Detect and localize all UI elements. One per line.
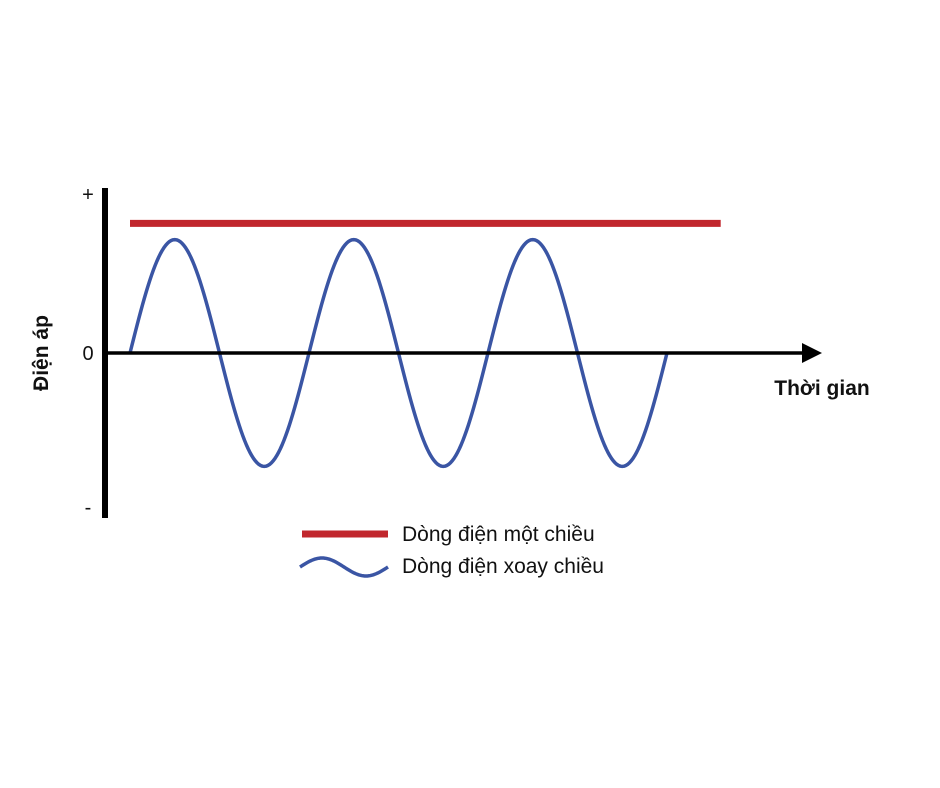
y-ticks: + 0 - <box>82 184 94 519</box>
legend-label-dc: Dòng điện một chiều <box>402 523 595 546</box>
y-tick-label-zero: 0 <box>82 343 93 365</box>
x-axis-title: Thời gian <box>774 377 869 400</box>
axes <box>102 188 822 518</box>
legend-label-ac: Dòng điện xoay chiều <box>402 555 604 578</box>
plot-area <box>128 219 721 469</box>
y-tick-label-bottom: - <box>85 497 92 519</box>
y-tick-label-top: + <box>82 184 94 206</box>
legend-swatch-ac <box>299 556 389 578</box>
y-axis-title: Điện áp <box>30 315 53 391</box>
x-axis-arrow-icon <box>802 343 822 363</box>
legend: Dòng điện một chiều Dòng điện xoay chiều <box>299 523 604 578</box>
